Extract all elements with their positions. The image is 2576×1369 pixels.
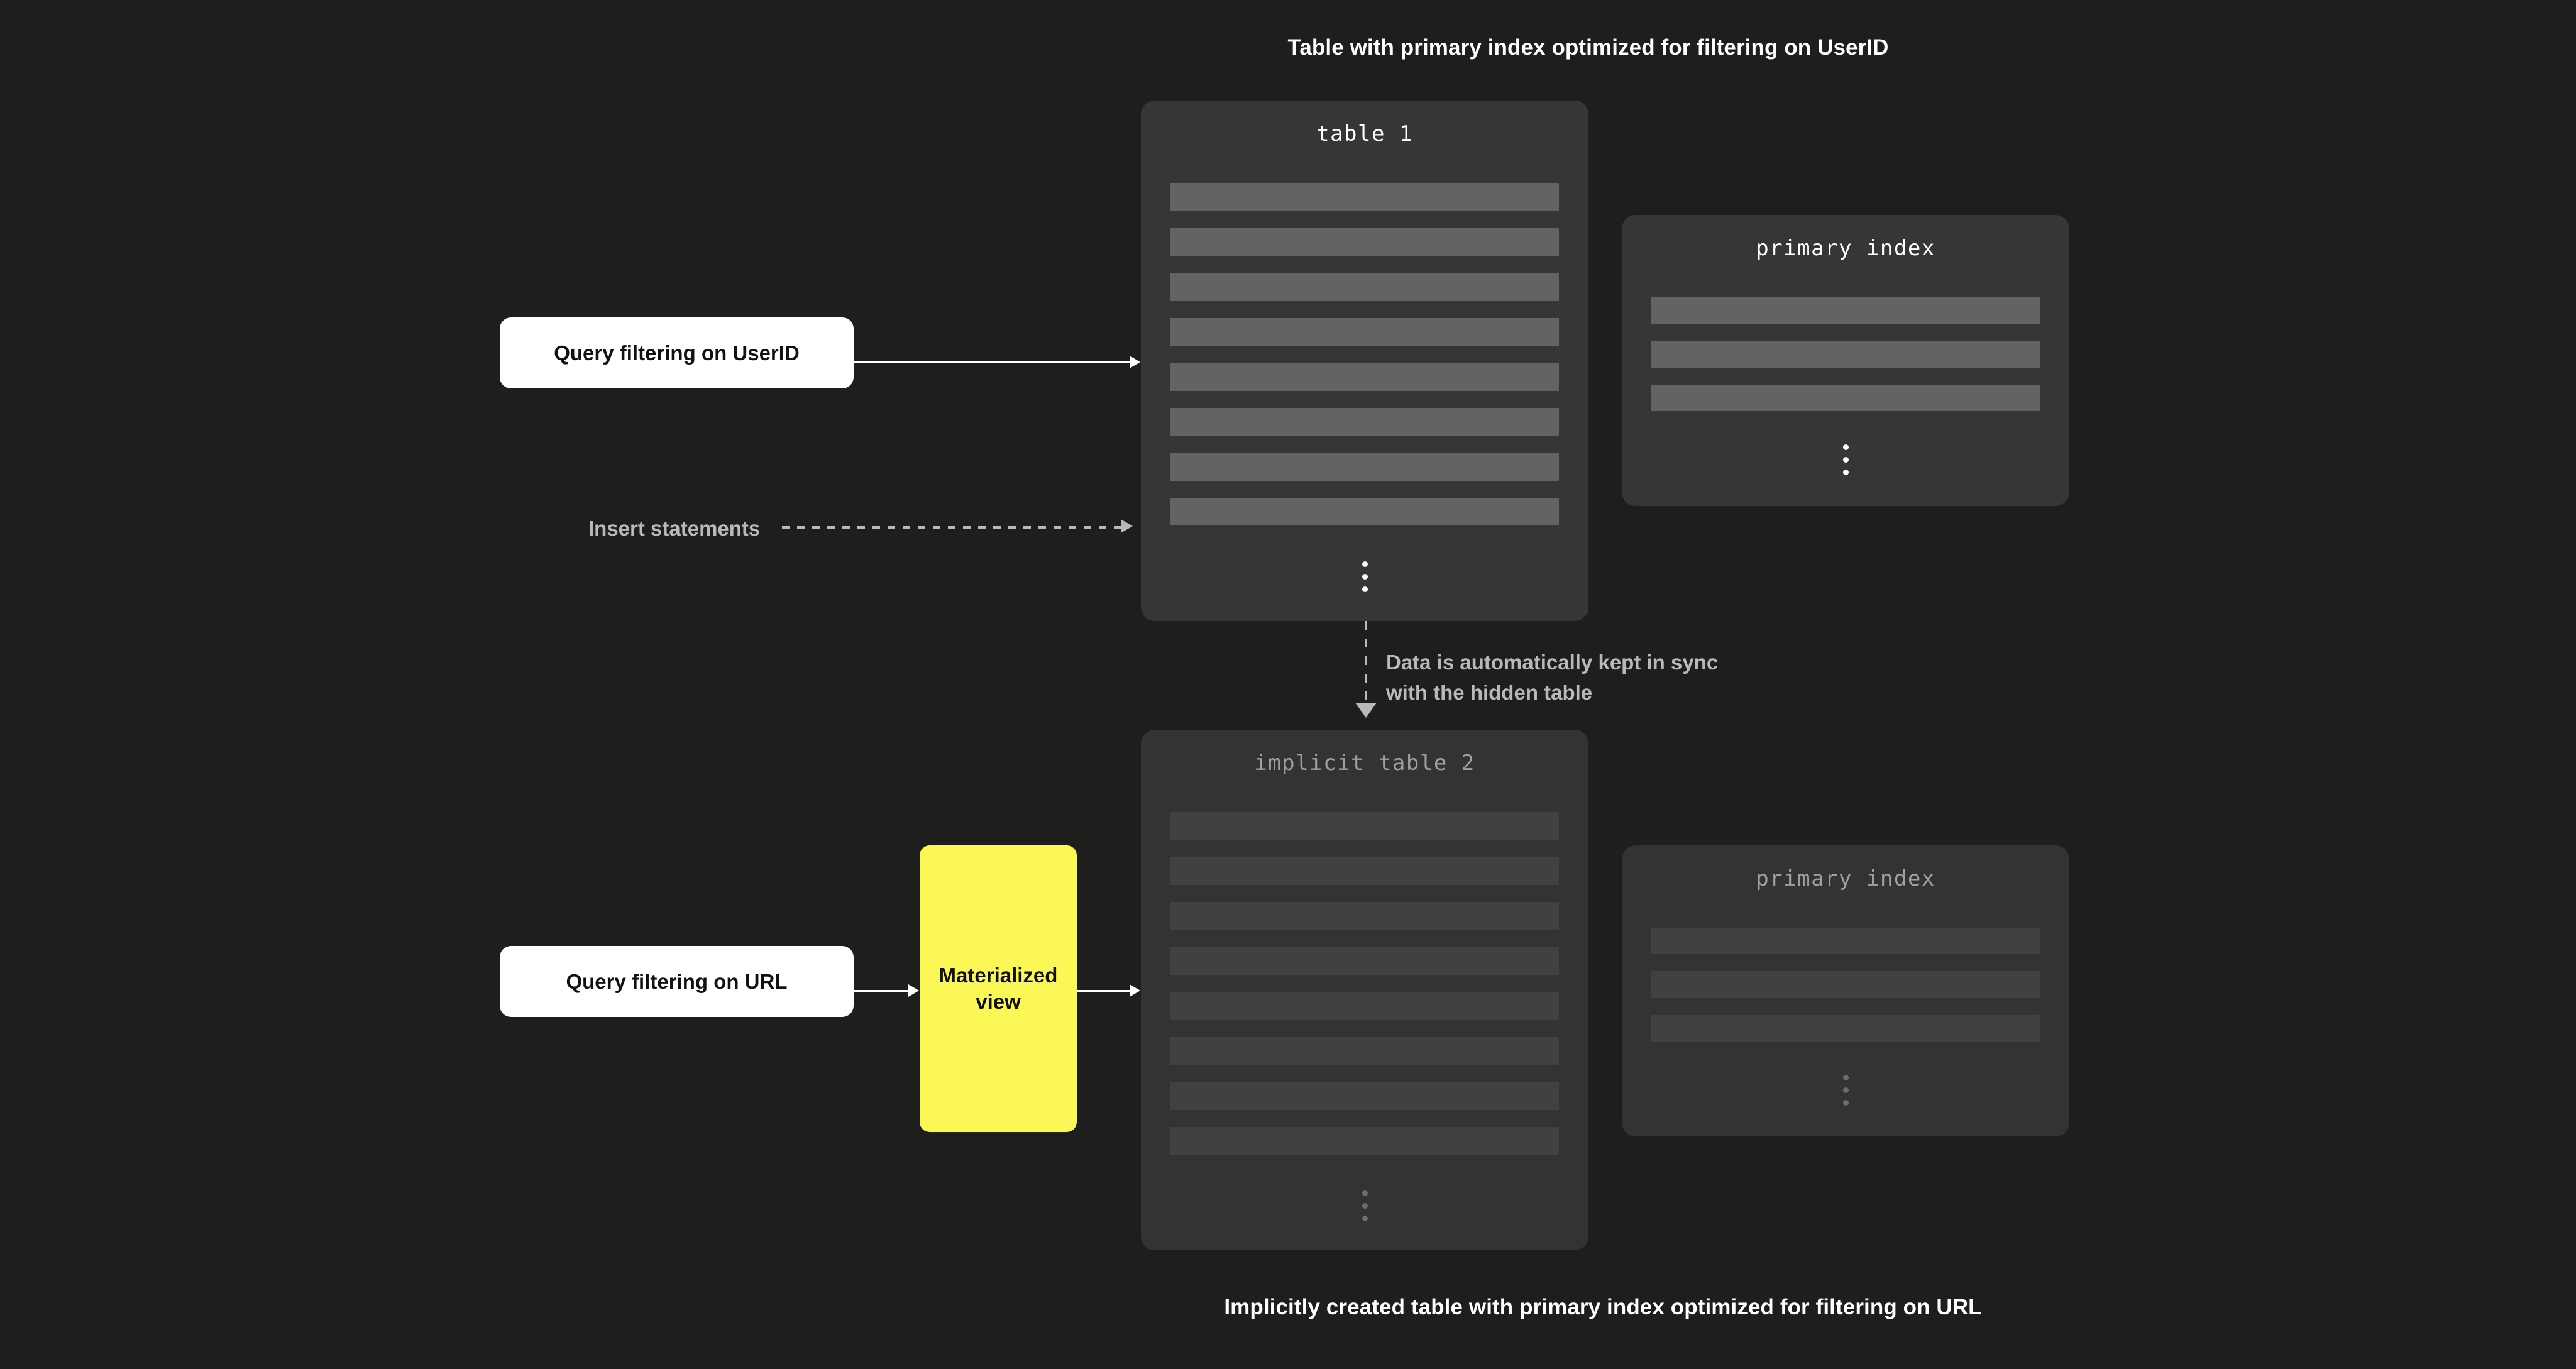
table-row: [1170, 497, 1559, 525]
index-row: [1651, 971, 2040, 998]
table-row: [1170, 902, 1559, 930]
primary-index-rows-upper: [1651, 297, 2040, 411]
connector-url-to-materialized-view: [854, 990, 909, 992]
vertical-ellipsis-icon: [1141, 1190, 1588, 1221]
connector-userid-to-table1: [854, 361, 1130, 363]
query-filtering-on-url-box: Query filtering on URL: [500, 946, 854, 1017]
table-row: [1170, 1082, 1559, 1110]
table-row: [1170, 183, 1559, 211]
vertical-ellipsis-icon: [1622, 1075, 2069, 1106]
table-1-title: table 1: [1316, 121, 1413, 146]
implicit-table-2-panel: implicit table 2: [1141, 730, 1588, 1250]
connector-insert-statements-dotted: [782, 526, 1121, 529]
table-row: [1170, 363, 1559, 391]
table-row: [1170, 1036, 1559, 1065]
table-row: [1170, 812, 1559, 840]
arrow-right-icon: [1130, 356, 1140, 368]
primary-index-title-lower: primary index: [1756, 866, 1935, 891]
arrow-down-icon: [1355, 703, 1377, 718]
arrow-right-icon: [908, 984, 919, 997]
table-row: [1170, 228, 1559, 256]
implicit-table-2-title: implicit table 2: [1254, 750, 1475, 776]
table-row: [1170, 317, 1559, 346]
connector-materialized-view-to-table2: [1077, 990, 1130, 992]
index-row: [1651, 1014, 2040, 1042]
primary-index-panel-upper: primary index: [1622, 215, 2069, 506]
index-row: [1651, 928, 2040, 955]
primary-index-title-upper: primary index: [1756, 236, 1935, 261]
table-row: [1170, 407, 1559, 436]
query-filtering-on-userid-box: Query filtering on UserID: [500, 317, 854, 388]
bottom-caption: Implicitly created table with primary in…: [1224, 1295, 1982, 1319]
sync-note-label: Data is automatically kept in sync with …: [1386, 651, 1719, 704]
table-row: [1170, 453, 1559, 481]
table-row: [1170, 947, 1559, 975]
arrow-right-icon: [1130, 984, 1140, 997]
top-caption: Table with primary index optimized for f…: [1287, 35, 1889, 60]
table-row: [1170, 273, 1559, 301]
index-row: [1651, 384, 2040, 411]
primary-index-panel-lower: primary index: [1622, 845, 2069, 1136]
implicit-table-2-rows: [1170, 812, 1559, 1155]
arrow-right-icon: [1121, 519, 1133, 533]
table-1-rows: [1170, 183, 1559, 525]
table-row: [1170, 1126, 1559, 1155]
materialized-view-box: Materialized view: [920, 845, 1077, 1132]
index-row: [1651, 341, 2040, 368]
table-1-panel: table 1: [1141, 101, 1588, 621]
insert-statements-label: Insert statements: [588, 517, 761, 540]
table-row: [1170, 857, 1559, 885]
table-row: [1170, 992, 1559, 1020]
vertical-ellipsis-icon: [1622, 444, 2069, 475]
primary-index-rows-lower: [1651, 928, 2040, 1042]
vertical-ellipsis-icon: [1141, 561, 1588, 592]
connector-sync-dashed: [1365, 621, 1367, 703]
index-row: [1651, 297, 2040, 324]
